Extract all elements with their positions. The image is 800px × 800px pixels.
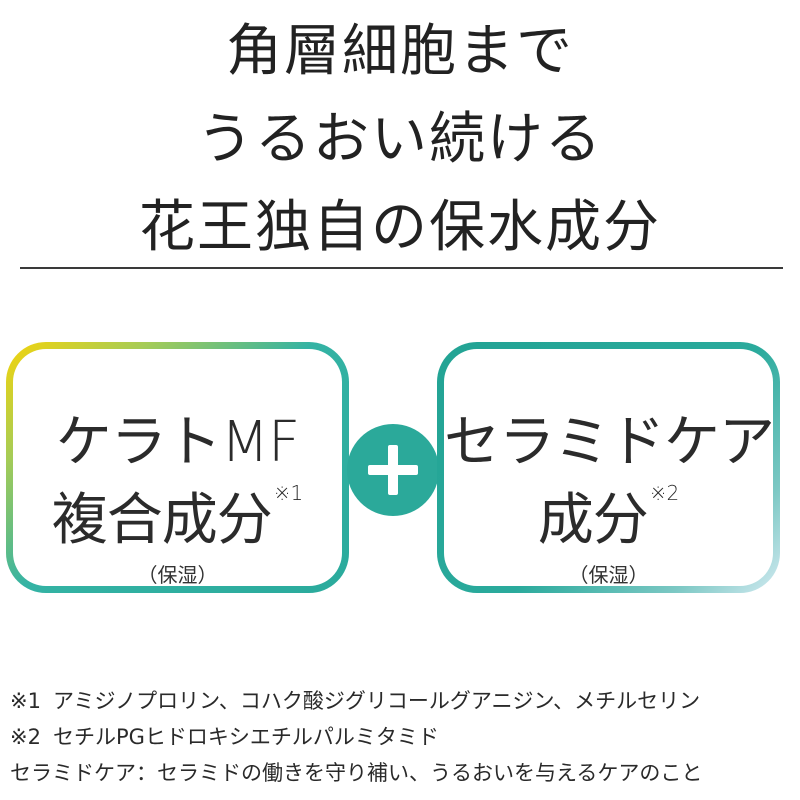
footnote-1: ※1 アミジノプロリン、コハク酸ジグリコールグアニジン、メチルセリン bbox=[10, 683, 790, 719]
keratomf-moisturizing-label: （保湿） bbox=[137, 563, 218, 587]
keratomf-compound-line: 複合成分※1 bbox=[13, 475, 342, 556]
headline-line-3: 花王独自の保水成分 bbox=[139, 195, 661, 260]
ceramide-care-moisturizing-label: （保湿） bbox=[568, 563, 649, 587]
ceramide-care-box: セラミドケア 成分※2 （保湿） bbox=[437, 342, 780, 593]
headline-line-2: うるおい続ける bbox=[197, 107, 603, 172]
keratomf-box: ケラトMF 複合成分※1 （保湿） bbox=[6, 342, 349, 593]
headline: 角層細胞まで うるおい続ける 花王独自の保水成分 bbox=[0, 8, 800, 272]
footnote-2: ※2 セチルPGヒドロキシエチルパルミタミド bbox=[10, 719, 790, 755]
footnote-3: セラミドケア：セラミドの働きを守り補い、うるおいを与えるケアのこと bbox=[10, 761, 703, 785]
footnotes: ※1 アミジノプロリン、コハク酸ジグリコールグアニジン、メチルセリン ※2 セチルP… bbox=[10, 683, 790, 791]
keratomf-compound-label: 複合成分 bbox=[51, 488, 273, 553]
note-ref-1: ※1 bbox=[273, 481, 304, 505]
keratomf-name: ケラトMF bbox=[55, 410, 301, 475]
ceramide-care-component-line: 成分※2 bbox=[444, 475, 773, 556]
ceramide-care-box-inner: セラミドケア 成分※2 （保湿） bbox=[444, 349, 775, 587]
footnote-1-text: アミジノプロリン、コハク酸ジグリコールグアニジン、メチルセリン bbox=[52, 689, 701, 713]
keratomf-box-inner: ケラトMF 複合成分※1 （保湿） bbox=[13, 349, 342, 587]
plus-icon bbox=[347, 424, 439, 516]
plus-icon-vertical-bar bbox=[388, 445, 398, 495]
footnote-2-marker: ※2 bbox=[10, 725, 41, 749]
headline-line-1: 角層細胞まで bbox=[226, 19, 574, 84]
note-ref-2: ※2 bbox=[649, 481, 680, 505]
ceramide-care-name: セラミドケア bbox=[444, 410, 775, 475]
divider bbox=[20, 267, 783, 269]
footnote-2-text: セチルPGヒドロキシエチルパルミタミド bbox=[52, 725, 439, 749]
footnote-1-marker: ※1 bbox=[10, 689, 41, 713]
ceramide-care-component-label: 成分 bbox=[537, 488, 649, 553]
